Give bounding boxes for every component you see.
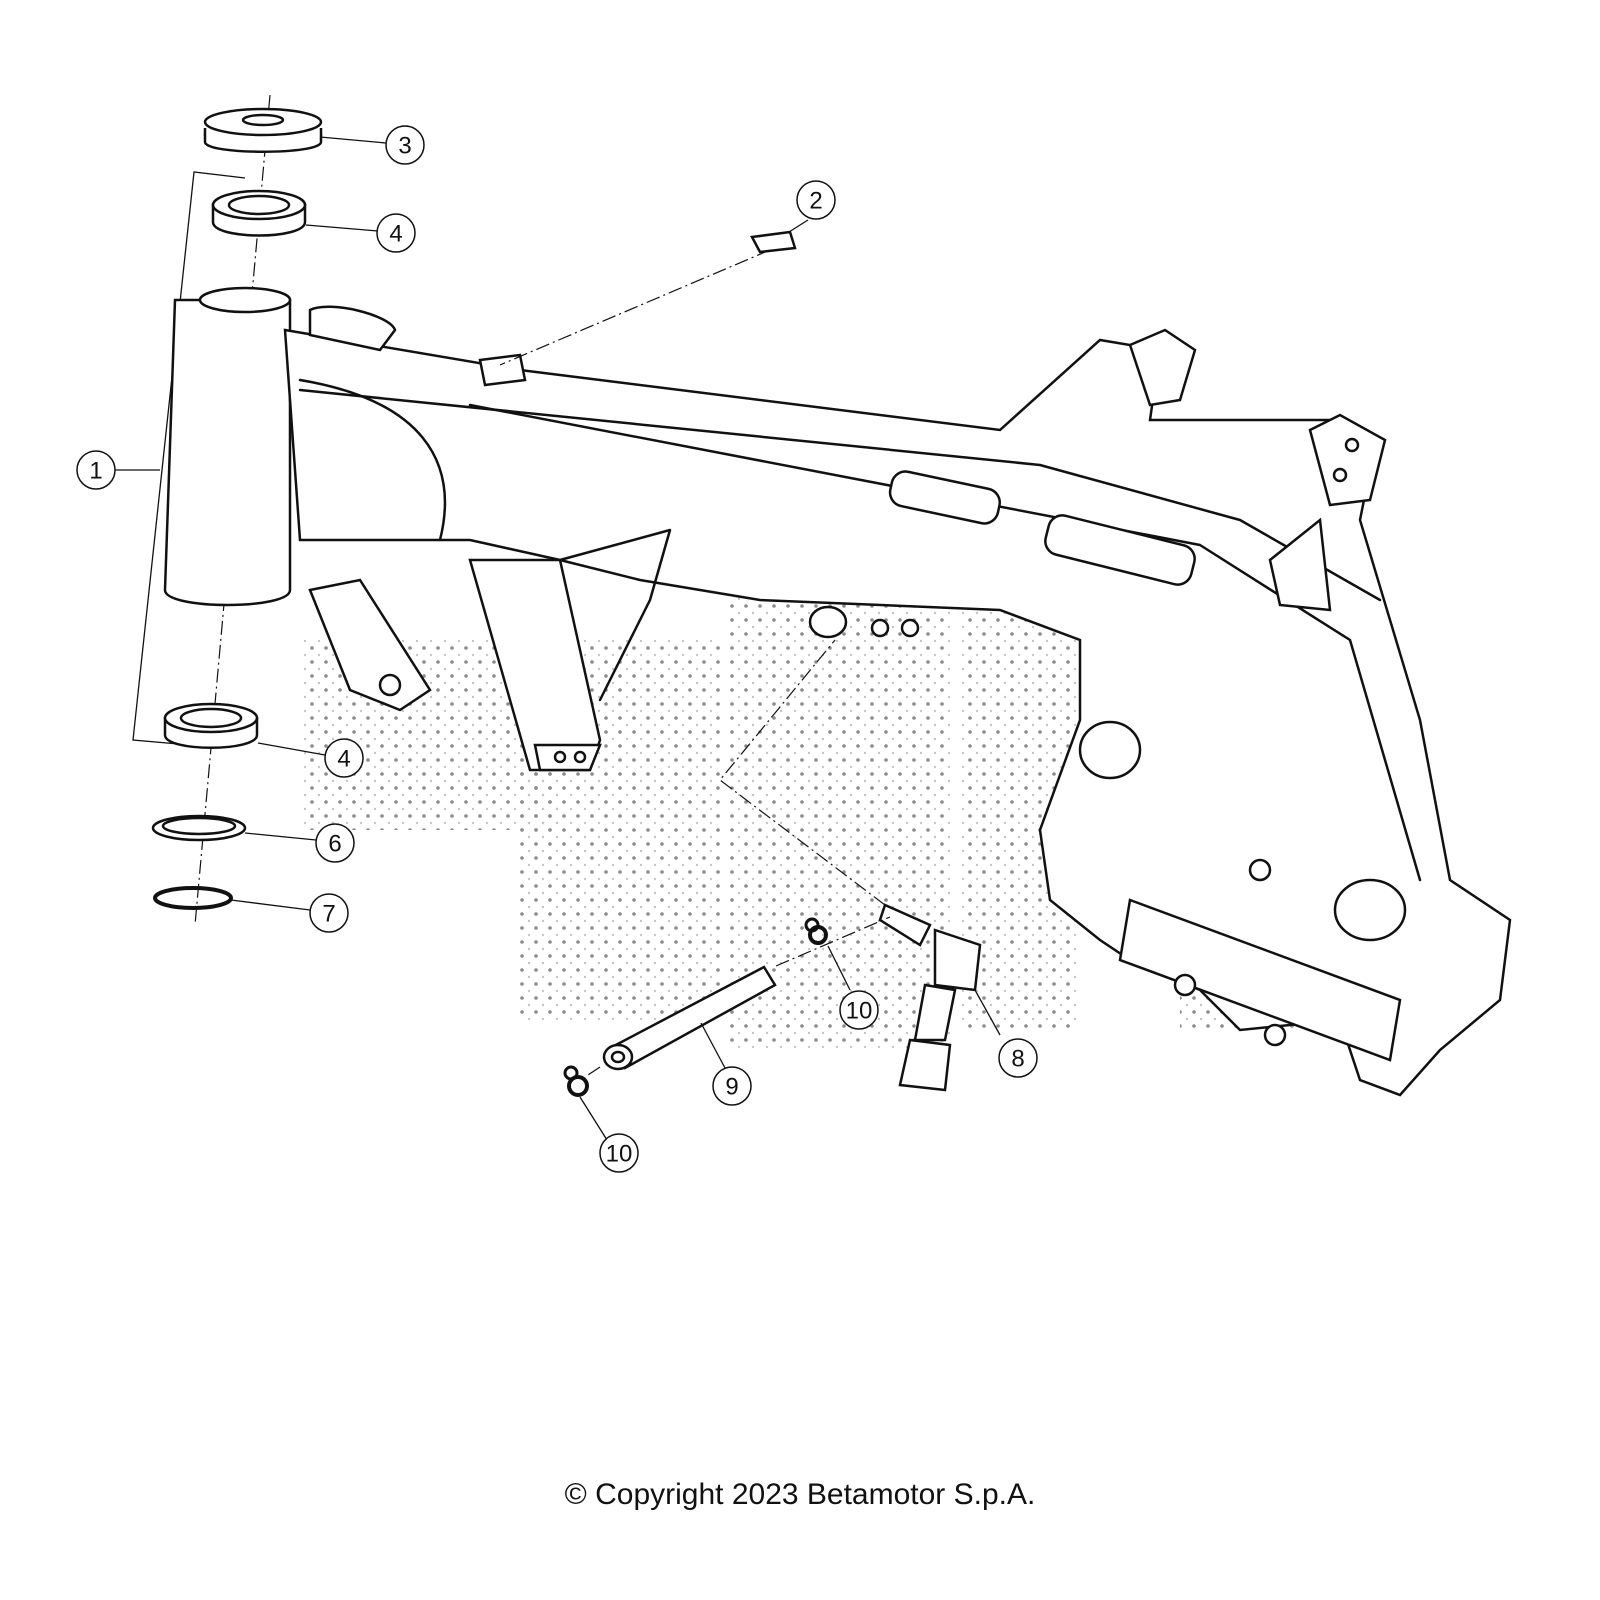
svg-text:3: 3 bbox=[398, 133, 411, 160]
callout-4-bottom: 4 bbox=[324, 738, 364, 778]
callout-2: 2 bbox=[796, 180, 836, 220]
callout-4-top: 4 bbox=[376, 213, 416, 253]
frame bbox=[163, 286, 1512, 1097]
callout-3: 3 bbox=[385, 125, 425, 165]
svg-text:10: 10 bbox=[846, 998, 873, 1025]
part-7-circlip bbox=[153, 886, 233, 910]
svg-text:2: 2 bbox=[809, 188, 822, 215]
part-8-sensor bbox=[878, 903, 982, 1092]
callout-9: 9 bbox=[712, 1066, 752, 1106]
svg-text:10: 10 bbox=[606, 1141, 633, 1168]
part-4-bearing-bottom bbox=[163, 702, 259, 749]
part-3-washer bbox=[203, 107, 323, 153]
svg-text:4: 4 bbox=[337, 746, 350, 773]
callout-10-upper: 10 bbox=[839, 990, 879, 1030]
callout-6: 6 bbox=[315, 823, 355, 863]
part-9-pipe bbox=[602, 965, 777, 1071]
callout-1: 1 bbox=[76, 450, 116, 490]
svg-text:8: 8 bbox=[1011, 1046, 1024, 1073]
part-2-clip bbox=[750, 230, 797, 254]
callout-1-bracket bbox=[132, 171, 246, 746]
callout-10-lower: 10 bbox=[599, 1133, 639, 1173]
part-10-clamp-lower bbox=[563, 1065, 589, 1097]
svg-text:9: 9 bbox=[725, 1074, 738, 1101]
leader-lines bbox=[115, 136, 1001, 1141]
part-6-ring bbox=[151, 814, 247, 842]
part-4-bearing-top bbox=[211, 189, 307, 237]
svg-text:6: 6 bbox=[328, 831, 341, 858]
callout-7: 7 bbox=[309, 893, 349, 933]
svg-text:1: 1 bbox=[89, 458, 102, 485]
svg-text:4: 4 bbox=[389, 221, 402, 248]
svg-text:7: 7 bbox=[322, 901, 335, 928]
callout-8: 8 bbox=[998, 1038, 1038, 1078]
part-10-clamp-upper bbox=[804, 917, 828, 945]
copyright-text: © Copyright 2023 Betamotor S.p.A. bbox=[564, 1478, 1036, 1511]
